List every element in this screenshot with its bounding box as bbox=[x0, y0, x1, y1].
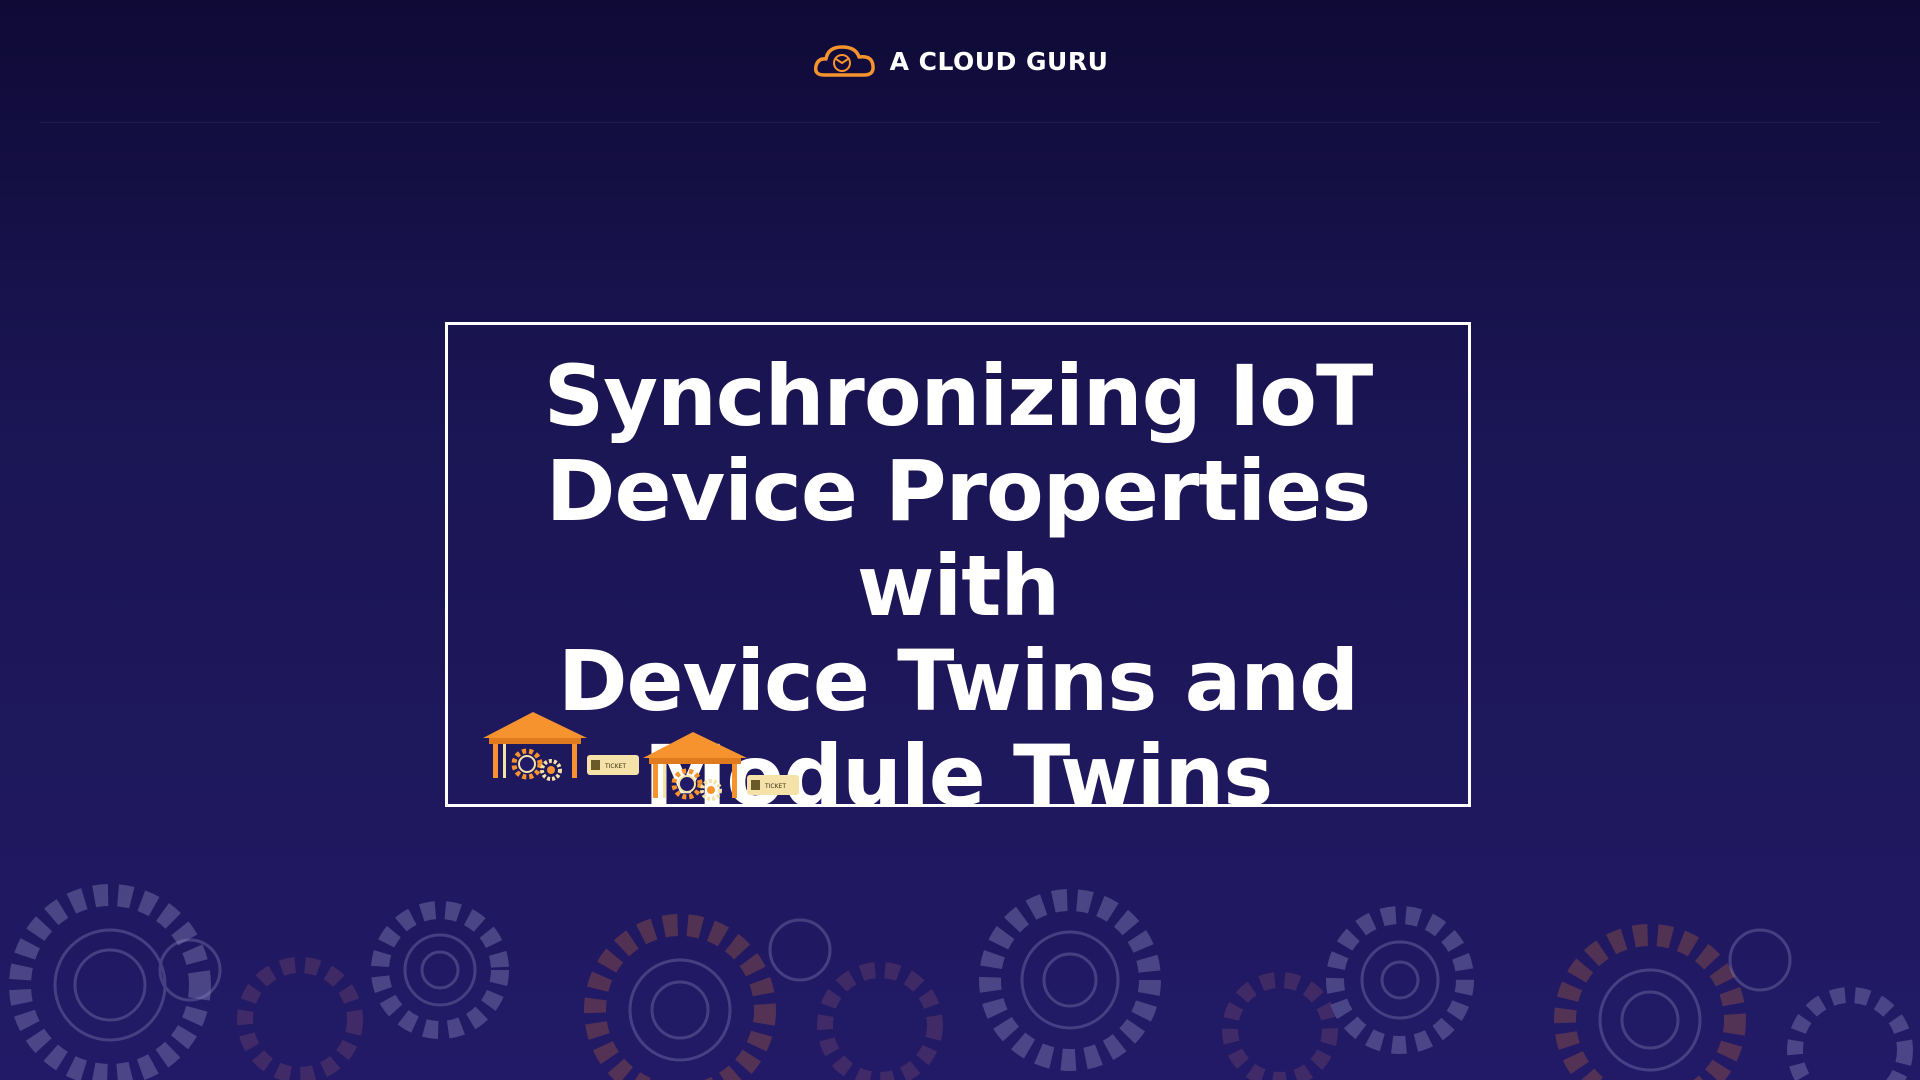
header-divider bbox=[40, 122, 1880, 123]
kiosk-gear-icon bbox=[643, 732, 747, 801]
kiosk-illustration: TICKET TICKET bbox=[483, 712, 799, 801]
title-line: Device Twins and bbox=[557, 632, 1359, 730]
brand-header: A CLOUD GURU bbox=[0, 36, 1920, 86]
title-line: Device Properties with bbox=[545, 442, 1371, 635]
title-line: Synchronizing IoT bbox=[543, 347, 1374, 445]
cloud-logo-icon bbox=[813, 45, 875, 77]
ticket-icon: TICKET bbox=[747, 775, 799, 795]
ticket-label: TICKET bbox=[604, 763, 626, 770]
kiosk-gear-icon bbox=[483, 712, 587, 781]
brand-name: A CLOUD GURU bbox=[889, 46, 1109, 76]
title-frame: Synchronizing IoT Device Properties with… bbox=[445, 322, 1471, 824]
ticket-icon: TICKET bbox=[587, 755, 639, 775]
ticket-label: TICKET bbox=[764, 783, 786, 790]
gears-background-icon bbox=[9, 884, 1913, 1080]
